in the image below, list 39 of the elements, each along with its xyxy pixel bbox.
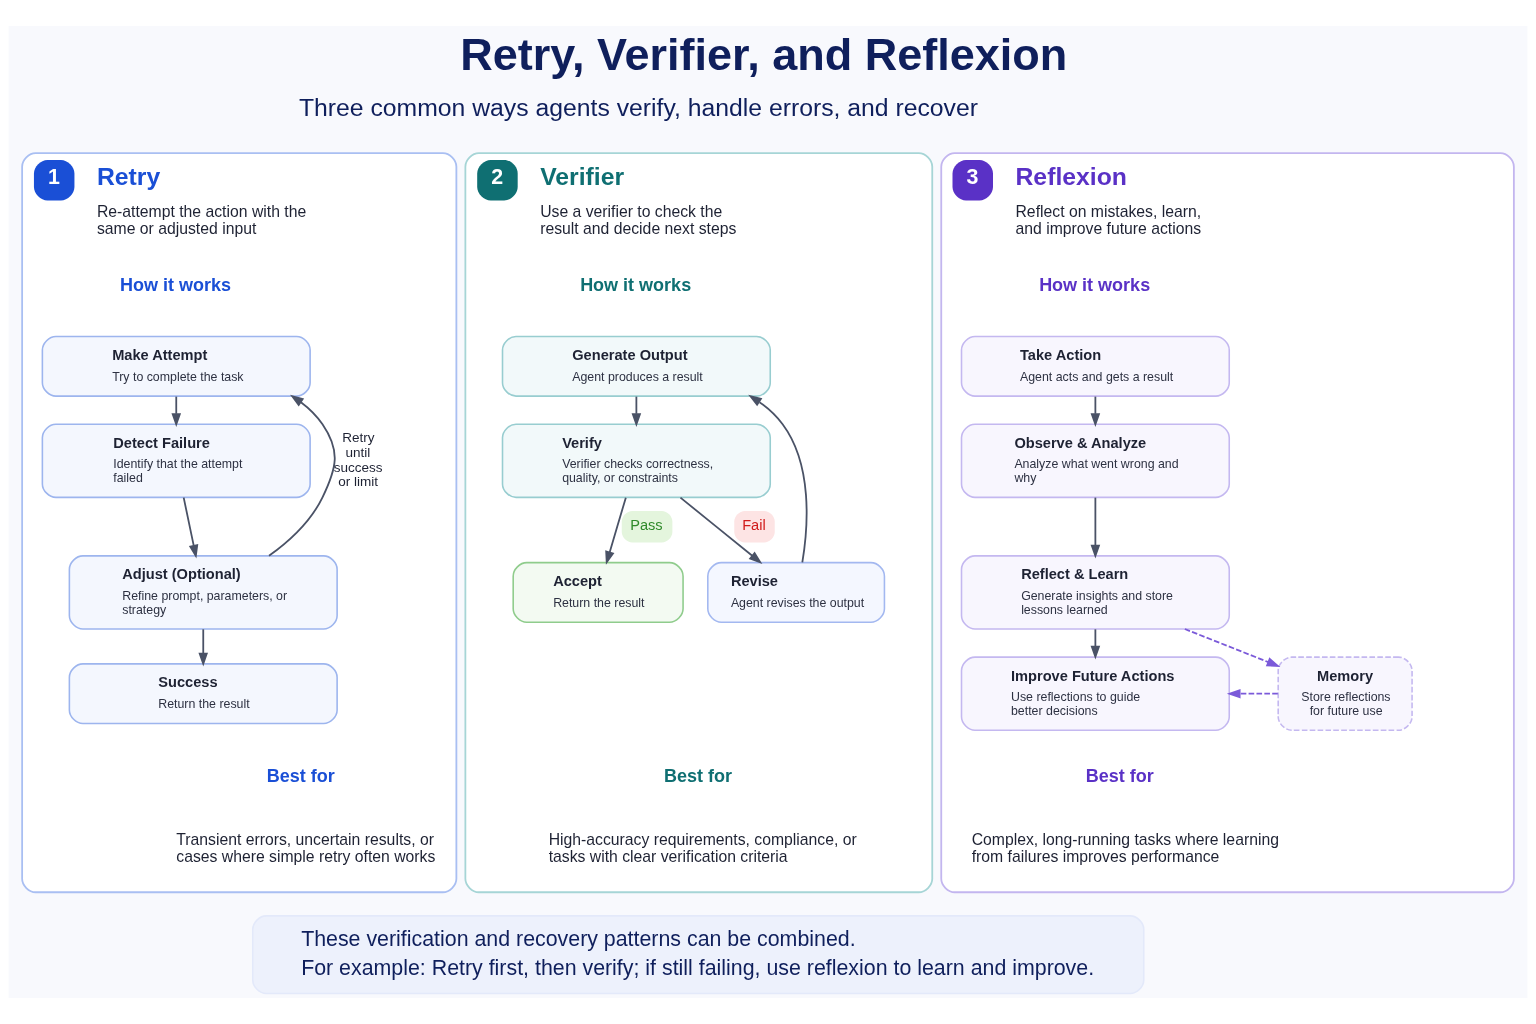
arrow	[268, 394, 336, 557]
edge-label: Fail	[742, 517, 766, 534]
arrow	[182, 496, 199, 559]
arrow	[631, 395, 642, 427]
node-box: Generate Output Agent produces a result	[501, 335, 772, 397]
arrow	[605, 496, 627, 565]
arrow	[1090, 496, 1101, 559]
label: How it works	[580, 275, 692, 296]
label: Best for	[663, 765, 732, 786]
arrow	[171, 395, 182, 427]
label: How it works	[120, 275, 232, 296]
arrow	[1226, 688, 1279, 699]
node-box: Improve Future Actions Use reflections to guide better decisions	[960, 656, 1231, 732]
label: Complex, long-running tasks where learning from failures improves performance	[971, 831, 1279, 866]
node-box: Make Attempt Try to complete the task	[41, 335, 311, 397]
node-box: Verify Verifier checks correctness, quality, or constraints	[501, 423, 772, 499]
arrow	[1090, 395, 1101, 427]
edge-label: Retry until success or limit	[333, 430, 383, 490]
arrow	[198, 628, 209, 667]
edge-label: Pass	[630, 517, 663, 534]
arrow	[748, 394, 808, 564]
label: Best for	[266, 765, 335, 786]
node-box: Reflect & Learn Generate insights and store lessons learned	[960, 555, 1231, 630]
node-box: Accept Return the result	[512, 561, 684, 624]
node-box: Detect Failure Identify that the attempt failed	[41, 423, 311, 499]
arrow	[1090, 628, 1101, 660]
label: Best for	[1085, 765, 1154, 786]
node-box: Adjust (Optional) Refine prompt, parameters, or strategy	[68, 555, 338, 630]
label: How it works	[1039, 275, 1151, 296]
label: High-accuracy requirements, compliance, or tasks with clear verification criteria	[548, 831, 857, 866]
node-box: Revise Agent revises the output	[707, 561, 886, 624]
diagram-title: Retry, Verifier, and Reflexion	[460, 28, 1068, 80]
node-box: Observe & Analyze Analyze what went wrong and why	[960, 423, 1231, 499]
node-box: Take Action Agent acts and gets a result	[960, 335, 1231, 397]
label: Transient errors, uncertain results, or cases where simple retry often works	[176, 831, 436, 866]
label: Three common ways agents verify, handle errors, and recover	[298, 93, 978, 121]
node-box: Memory Store reflections for future use	[1277, 656, 1413, 732]
node-box: Success Return the result	[68, 663, 338, 725]
arrow	[679, 496, 763, 564]
